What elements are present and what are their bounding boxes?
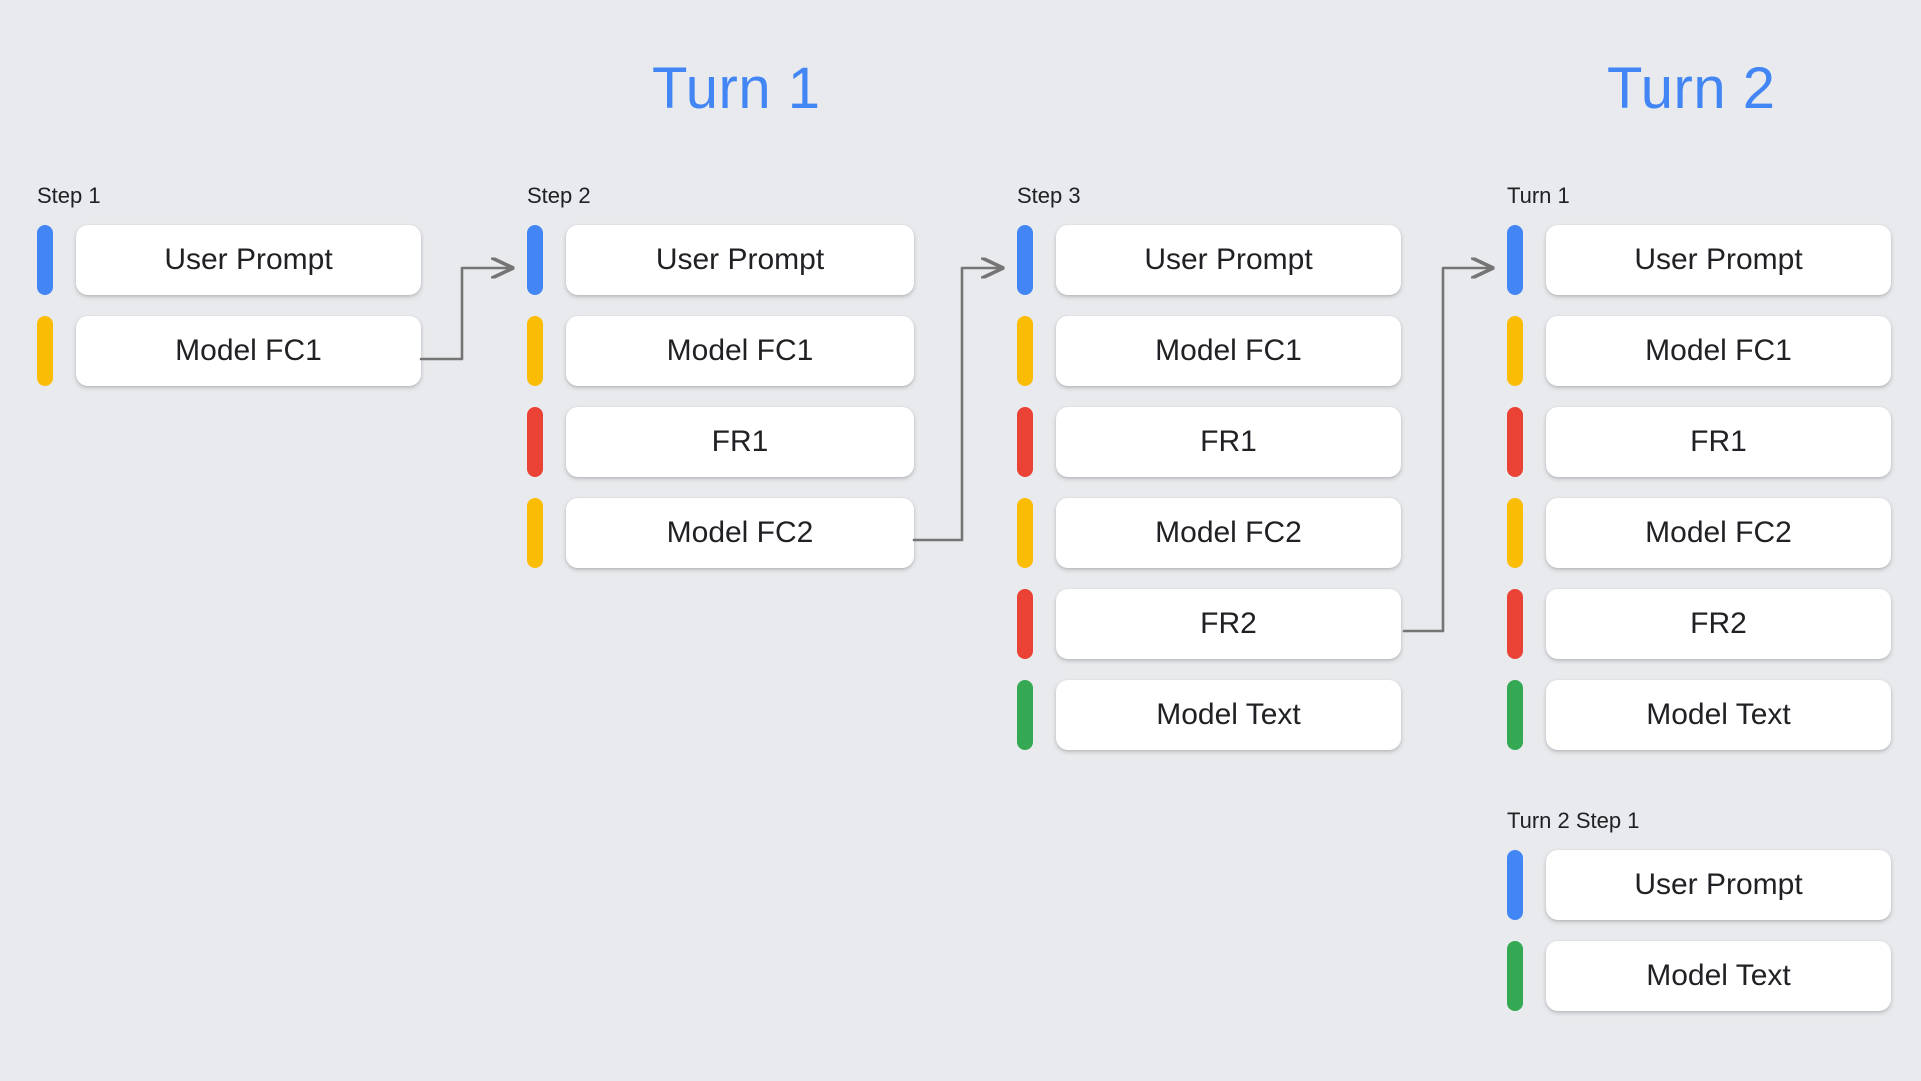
list-item[interactable]: Model FC2 (527, 498, 914, 568)
message-card[interactable]: Model Text (1546, 680, 1891, 750)
list-item[interactable]: FR2 (1507, 589, 1891, 659)
list-item[interactable]: User Prompt (1507, 225, 1891, 295)
message-card[interactable]: User Prompt (1546, 225, 1891, 295)
role-color-bar-yellow (527, 316, 543, 386)
message-card[interactable]: Model FC1 (1546, 316, 1891, 386)
column-step-3: Step 3 User Prompt Model FC1 FR1 Model F… (1017, 185, 1401, 750)
role-color-bar-yellow (1507, 498, 1523, 568)
list-item[interactable]: Model Text (1507, 680, 1891, 750)
list-item[interactable]: Model FC2 (1507, 498, 1891, 568)
column-step-1: Step 1 User Prompt Model FC1 (37, 185, 421, 386)
connector-arrow-step1-to-step2 (419, 268, 512, 361)
message-card[interactable]: Model FC2 (1056, 498, 1401, 568)
message-card[interactable]: FR1 (566, 407, 914, 477)
role-color-bar-yellow (1017, 498, 1033, 568)
column-label-step-3: Step 3 (1017, 183, 1081, 208)
message-card[interactable]: Model Text (1546, 941, 1891, 1011)
column-turn-2-step-1: Turn 2 Step 1 User Prompt Model Text (1507, 810, 1891, 1011)
role-color-bar-yellow (527, 498, 543, 568)
role-color-bar-yellow (37, 316, 53, 386)
role-color-bar-blue (37, 225, 53, 295)
role-color-bar-green (1507, 680, 1523, 750)
list-item[interactable]: User Prompt (1017, 225, 1401, 295)
role-color-bar-blue (1507, 225, 1523, 295)
role-color-bar-blue (1507, 850, 1523, 920)
list-item[interactable]: Model Text (1507, 941, 1891, 1011)
column-turn-1: Turn 1 User Prompt Model FC1 FR1 Model F… (1507, 185, 1891, 750)
column-rows-step-1: User Prompt Model FC1 (37, 225, 421, 386)
message-card[interactable]: FR2 (1056, 589, 1401, 659)
column-label-turn-2-step-1: Turn 2 Step 1 (1507, 808, 1640, 833)
list-item[interactable]: FR1 (1017, 407, 1401, 477)
role-color-bar-green (1507, 941, 1523, 1011)
connector-arrow-step2-to-step3 (912, 268, 1002, 542)
column-label-turn-1: Turn 1 (1507, 183, 1570, 208)
role-color-bar-red (1017, 589, 1033, 659)
role-color-bar-green (1017, 680, 1033, 750)
column-rows-step-3: User Prompt Model FC1 FR1 Model FC2 FR2 … (1017, 225, 1401, 750)
list-item[interactable]: Model FC1 (527, 316, 914, 386)
role-color-bar-red (1017, 407, 1033, 477)
role-color-bar-red (1507, 407, 1523, 477)
message-card[interactable]: Model FC1 (566, 316, 914, 386)
role-color-bar-blue (1017, 225, 1033, 295)
role-color-bar-red (1507, 589, 1523, 659)
connector-arrow-step3-to-turn1 (1402, 268, 1492, 633)
column-step-2: Step 2 User Prompt Model FC1 FR1 Model F… (527, 185, 914, 568)
turn-1-title: Turn 1 (652, 56, 821, 121)
list-item[interactable]: Model FC1 (1017, 316, 1401, 386)
message-card[interactable]: User Prompt (566, 225, 914, 295)
message-card[interactable]: Model Text (1056, 680, 1401, 750)
list-item[interactable]: User Prompt (37, 225, 421, 295)
list-item[interactable]: FR1 (527, 407, 914, 477)
list-item[interactable]: Model FC1 (1507, 316, 1891, 386)
list-item[interactable]: User Prompt (1507, 850, 1891, 920)
list-item[interactable]: Model Text (1017, 680, 1401, 750)
column-rows-turn-1: User Prompt Model FC1 FR1 Model FC2 FR2 … (1507, 225, 1891, 750)
message-card[interactable]: Model FC2 (1546, 498, 1891, 568)
message-card[interactable]: FR1 (1056, 407, 1401, 477)
message-card[interactable]: Model FC1 (76, 316, 421, 386)
list-item[interactable]: Model FC2 (1017, 498, 1401, 568)
list-item[interactable]: FR1 (1507, 407, 1891, 477)
column-rows-step-2: User Prompt Model FC1 FR1 Model FC2 (527, 225, 914, 568)
list-item[interactable]: Model FC1 (37, 316, 421, 386)
message-card[interactable]: Model FC1 (1056, 316, 1401, 386)
column-label-step-2: Step 2 (527, 183, 591, 208)
list-item[interactable]: FR2 (1017, 589, 1401, 659)
role-color-bar-yellow (1507, 316, 1523, 386)
column-rows-turn-2-step-1: User Prompt Model Text (1507, 850, 1891, 1011)
message-card[interactable]: User Prompt (1546, 850, 1891, 920)
role-color-bar-yellow (1017, 316, 1033, 386)
turn-2-title: Turn 2 (1607, 56, 1776, 121)
message-card[interactable]: FR2 (1546, 589, 1891, 659)
message-card[interactable]: Model FC2 (566, 498, 914, 568)
message-card[interactable]: User Prompt (76, 225, 421, 295)
column-label-step-1: Step 1 (37, 183, 101, 208)
message-card[interactable]: User Prompt (1056, 225, 1401, 295)
role-color-bar-blue (527, 225, 543, 295)
role-color-bar-red (527, 407, 543, 477)
message-card[interactable]: FR1 (1546, 407, 1891, 477)
list-item[interactable]: User Prompt (527, 225, 914, 295)
